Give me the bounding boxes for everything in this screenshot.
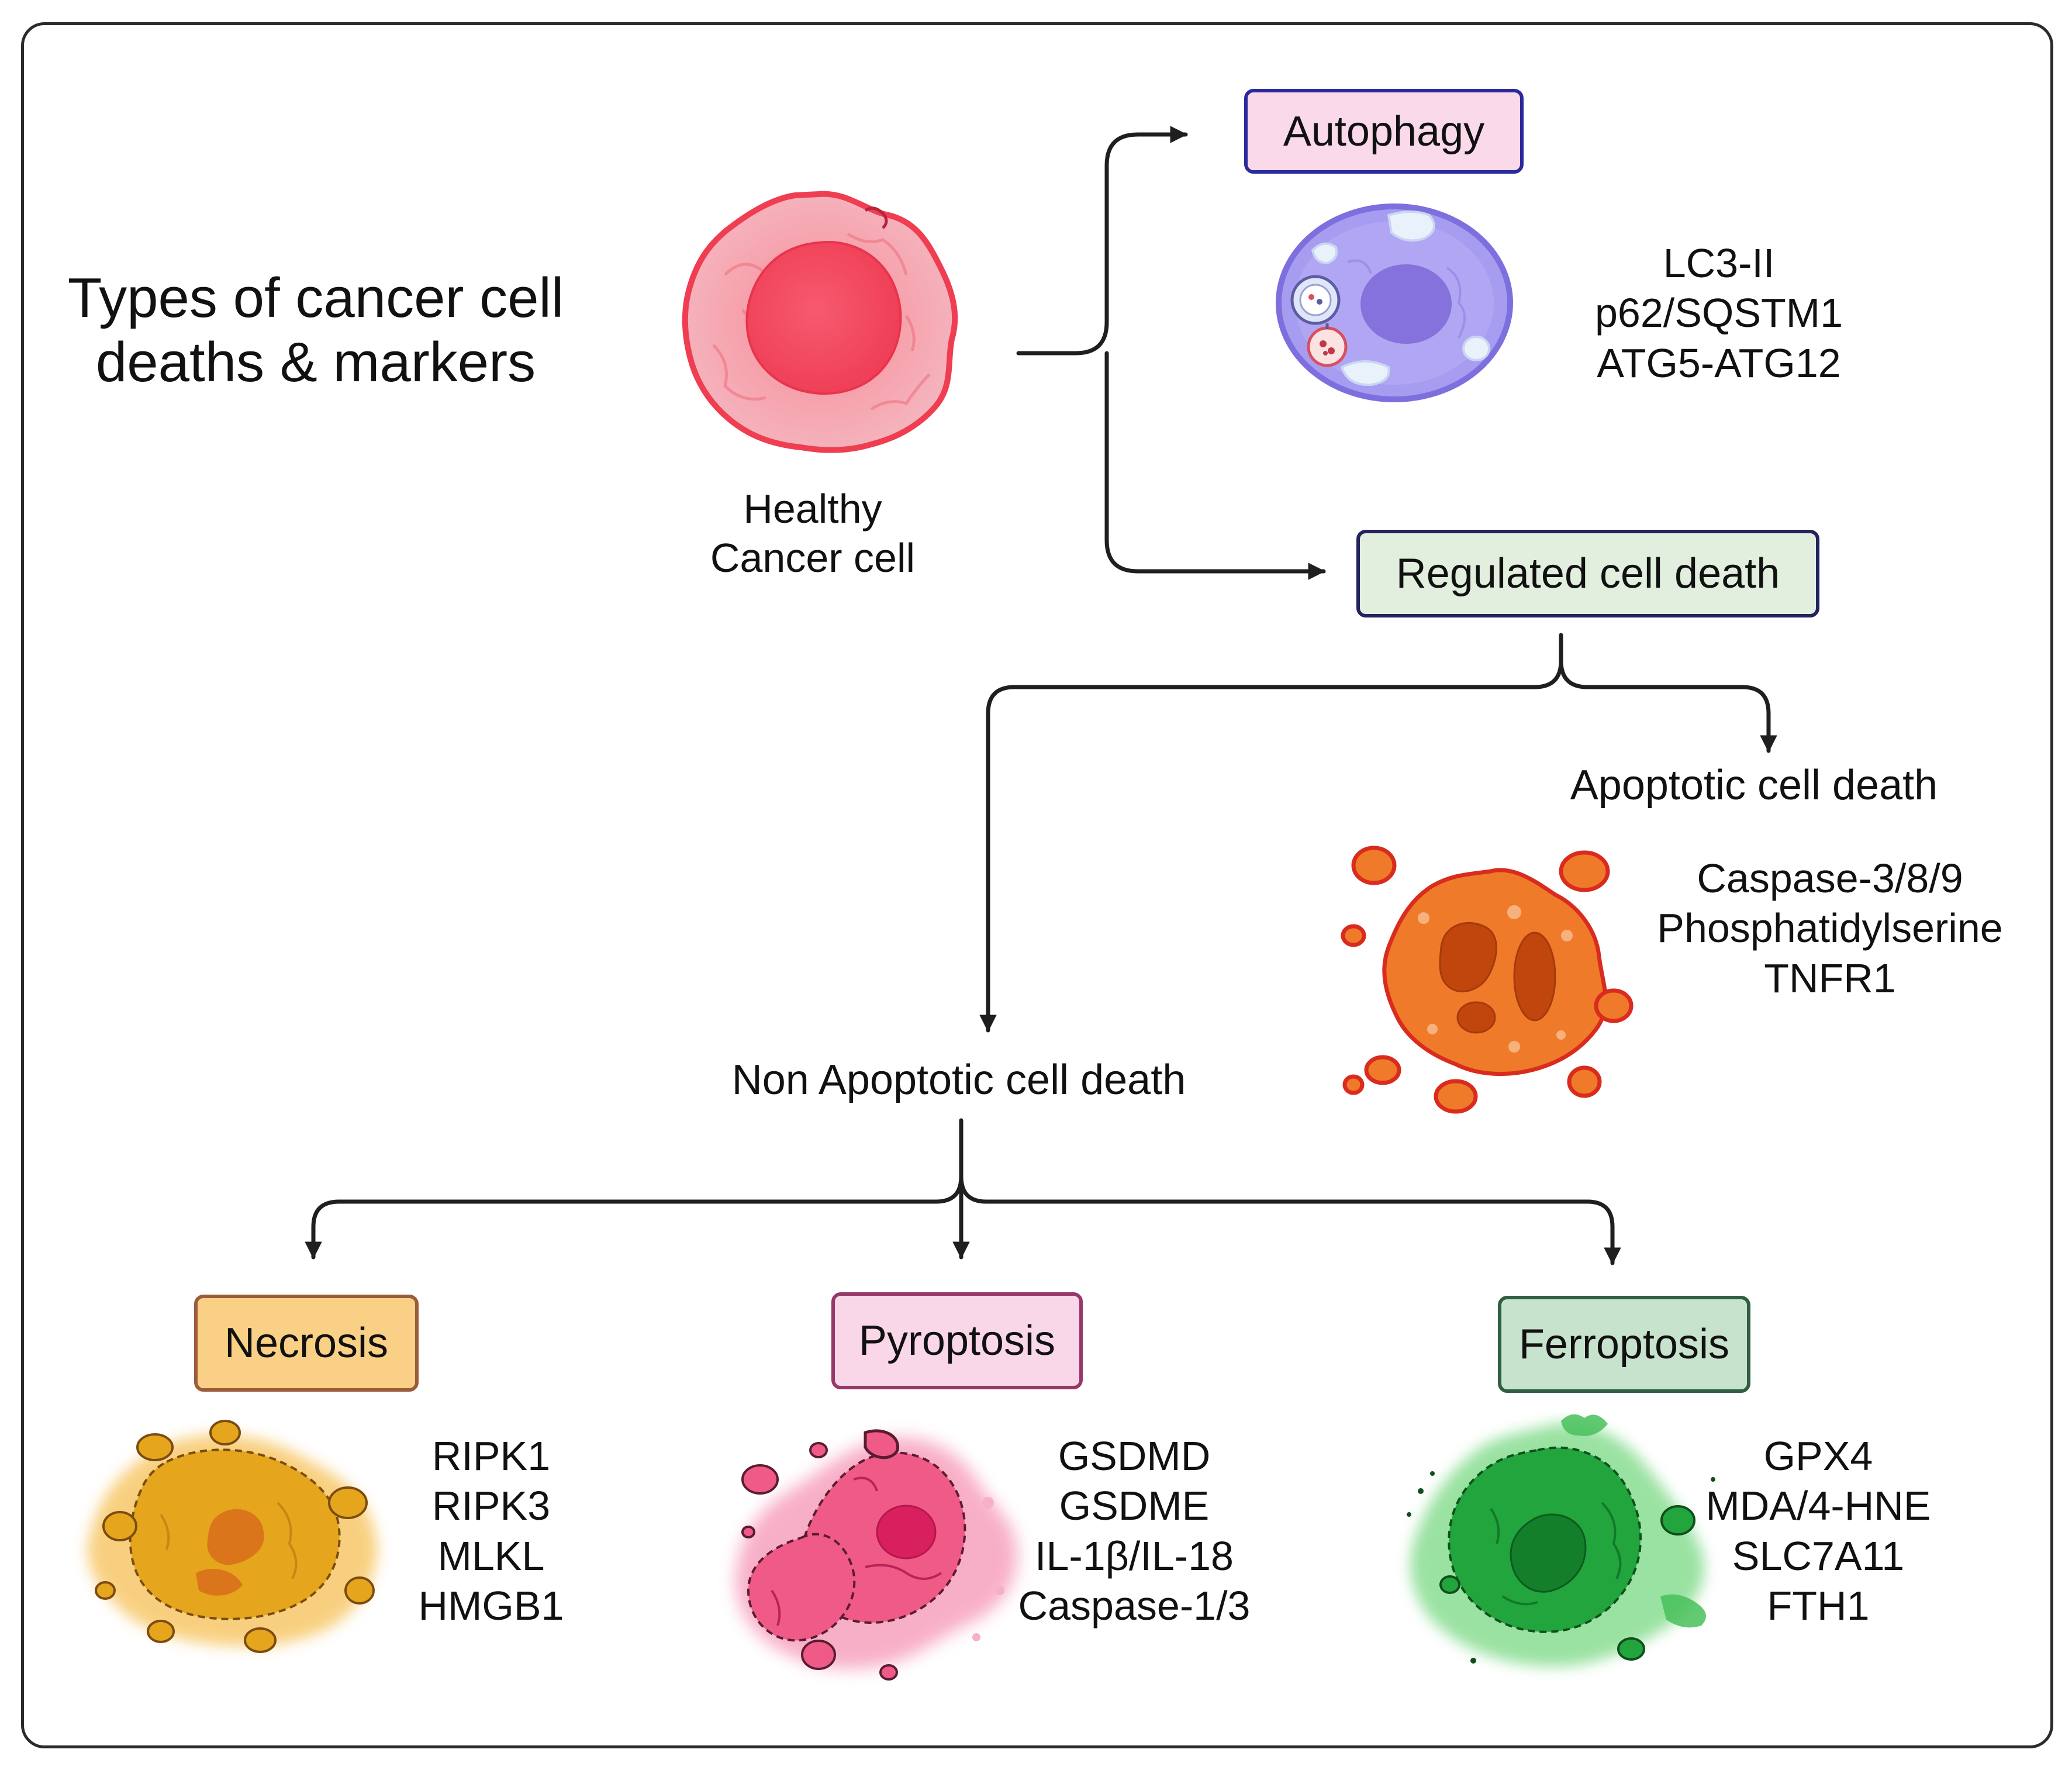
- ferroptosis-marker: SLC7A11: [1732, 1533, 1905, 1579]
- necrosis-marker: RIPK1: [431, 1433, 551, 1479]
- necrosis-marker: RIPK3: [431, 1483, 551, 1529]
- arrow-to-regulated: [1104, 351, 1326, 580]
- pyroptosis-marker: IL-1β/IL-18: [1035, 1533, 1234, 1579]
- healthy-label-line1: Healthy: [743, 486, 882, 532]
- autophagy-markers: LC3-II p62/SQSTM1 ATG5-ATG12: [1543, 239, 1894, 388]
- autophagy-marker: p62/SQSTM1: [1594, 290, 1843, 336]
- autophagy-cell-icon: [1276, 203, 1513, 402]
- diagram-frame: [21, 22, 2053, 1748]
- ferroptosis-marker: MDA/4-HNE: [1705, 1483, 1931, 1529]
- autophagy-label: Autophagy: [1283, 108, 1485, 155]
- arrow-to-apoptotic: [1559, 658, 1777, 753]
- ferroptosis-marker: FTH1: [1767, 1583, 1870, 1629]
- necrosis-marker: MLKL: [437, 1533, 545, 1579]
- pyroptosis-markers: GSDMD GSDME IL-1β/IL-18 Caspase-1/3: [988, 1431, 1280, 1631]
- ferroptosis-box: Ferroptosis: [1498, 1296, 1750, 1393]
- arrow-regulated-stem: [979, 633, 1563, 1033]
- pyroptotic-cell-icon: [735, 1429, 1017, 1681]
- apoptotic-marker: Phosphatidylserine: [1657, 905, 2003, 951]
- autophagy-box: Autophagy: [1244, 89, 1524, 174]
- healthy-cell-label: Healthy Cancer cell: [661, 484, 965, 582]
- ferroptosis-marker: GPX4: [1763, 1433, 1873, 1479]
- diagram-title: Types of cancer cell deaths & markers: [67, 267, 564, 394]
- apoptotic-label: Apoptotic cell death: [1570, 762, 1938, 809]
- non-apoptotic-label: Non Apoptotic cell death: [731, 1057, 1186, 1103]
- autophagy-marker: LC3-II: [1663, 240, 1775, 286]
- regulated-label: Regulated cell death: [1396, 550, 1780, 597]
- autophagy-marker: ATG5-ATG12: [1597, 340, 1841, 386]
- pyroptosis-label: Pyroptosis: [858, 1317, 1056, 1364]
- necrosis-marker: HMGB1: [418, 1583, 564, 1629]
- necrosis-box: Necrosis: [194, 1295, 419, 1392]
- healthy-label-line2: Cancer cell: [710, 535, 916, 581]
- pyroptosis-box: Pyroptosis: [831, 1292, 1083, 1389]
- regulated-cell-death-box: Regulated cell death: [1356, 530, 1819, 617]
- ferroptosis-markers: GPX4 MDA/4-HNE SLC7A11 FTH1: [1672, 1431, 1964, 1631]
- apoptotic-marker: TNFR1: [1764, 955, 1896, 1001]
- arrow-nonapoptotic-stem: [305, 1118, 964, 1260]
- necrotic-cell-icon: [87, 1420, 378, 1653]
- pyroptosis-marker: Caspase-1/3: [1018, 1583, 1251, 1629]
- pyroptosis-marker: GSDME: [1059, 1483, 1210, 1529]
- arrow-to-ferroptosis: [959, 1174, 1621, 1265]
- arrow-healthy-split: [1016, 126, 1188, 356]
- apoptotic-markers: Caspase-3/8/9 Phosphatidylserine TNFR1: [1643, 854, 2017, 1003]
- apoptotic-cell-icon: [1341, 846, 1634, 1114]
- necrosis-markers: RIPK1 RIPK3 MLKL HMGB1: [374, 1431, 608, 1631]
- ferroptotic-cell-icon: [1407, 1414, 1715, 1667]
- ferroptosis-label: Ferroptosis: [1518, 1321, 1730, 1368]
- apoptotic-marker: Caspase-3/8/9: [1697, 855, 1963, 901]
- cancer-cell-icon: [682, 191, 958, 453]
- pyroptosis-marker: GSDMD: [1058, 1433, 1211, 1479]
- necrosis-label: Necrosis: [224, 1320, 389, 1367]
